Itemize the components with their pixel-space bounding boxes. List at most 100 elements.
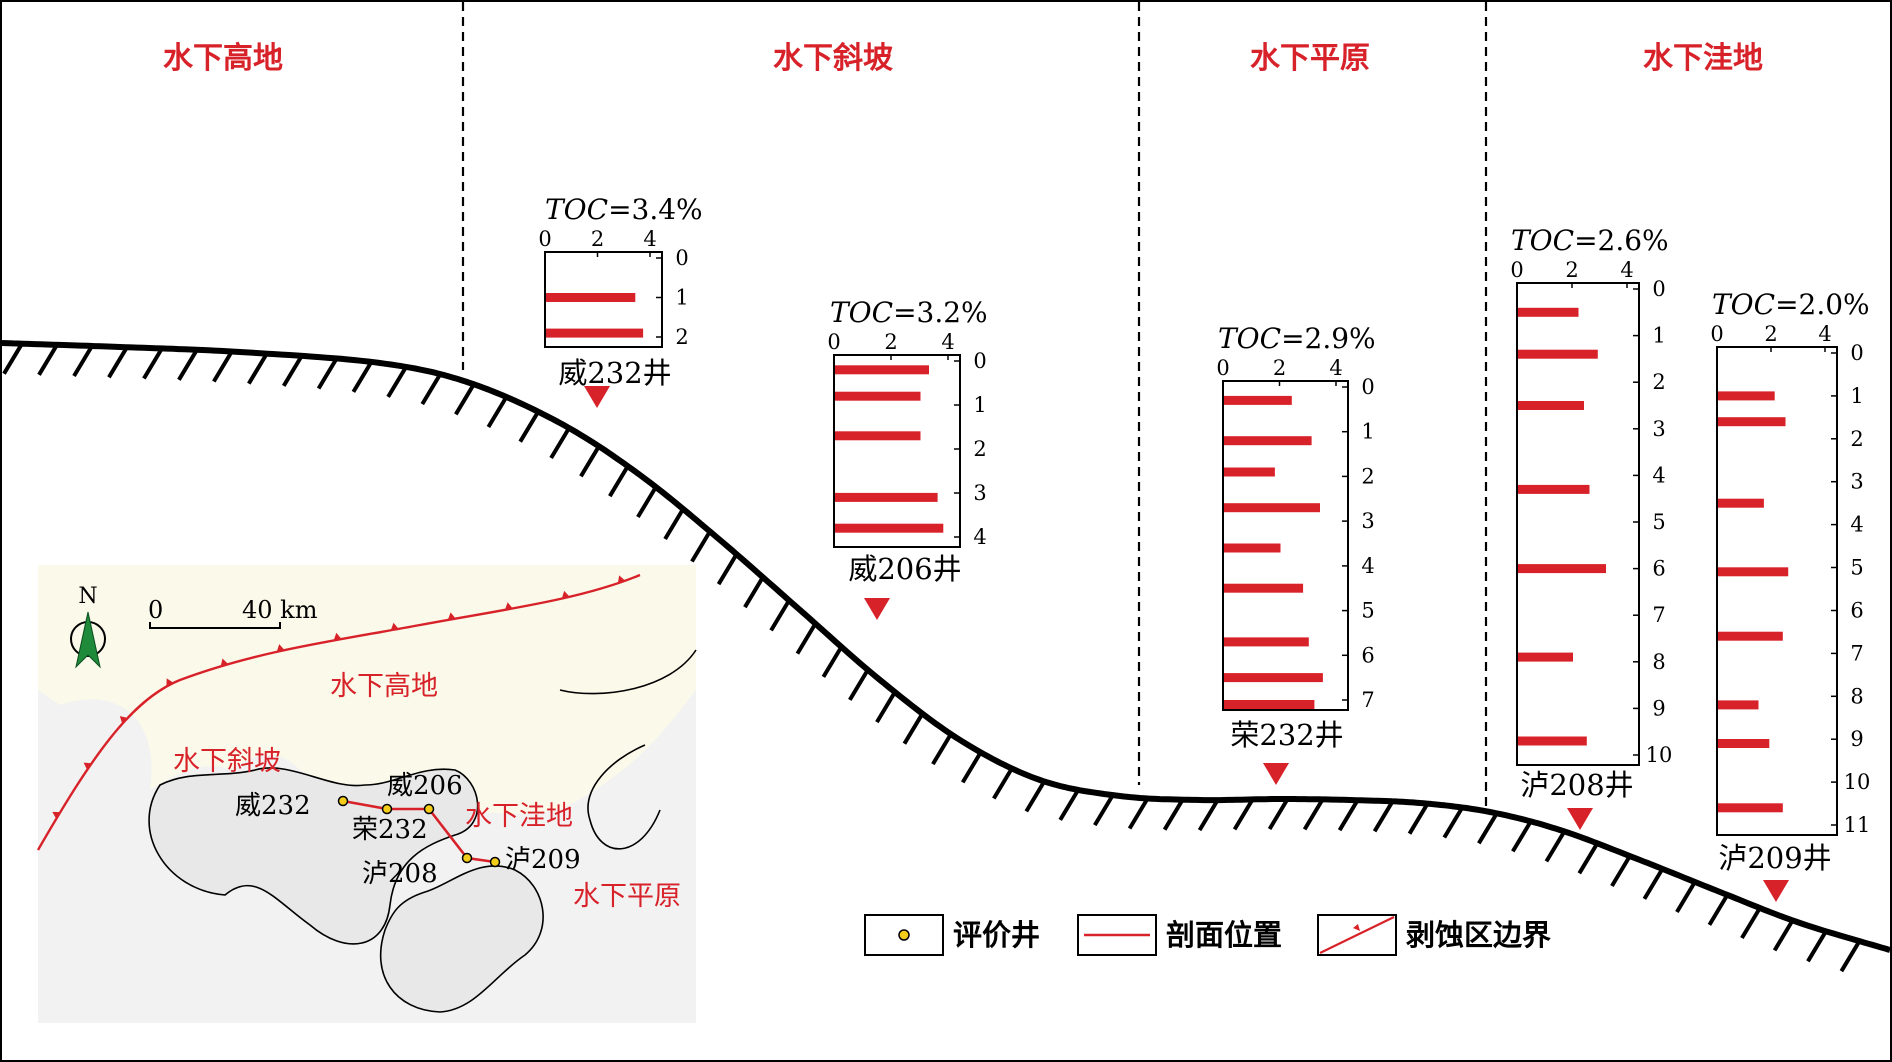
toc-bar (1718, 391, 1775, 401)
north-label: N (78, 584, 97, 609)
toc-bar (1718, 498, 1764, 508)
zone-separators (461, 2, 1488, 810)
well-panel-frame (833, 354, 961, 548)
toc-bar (1518, 484, 1590, 494)
surface-hatch (1058, 788, 1080, 821)
erosion-boundary-ticks (52, 575, 626, 819)
well-depth-tick: 2 (1361, 464, 1374, 488)
well-toc-value: TOC=3.2% (830, 296, 988, 329)
surface-hatch (316, 357, 339, 390)
map-well-markers (337, 795, 501, 868)
surface-hatch (931, 733, 953, 766)
well-toc-value: TOC=3.4% (545, 193, 703, 226)
well-x-tick: 0 (827, 330, 840, 354)
toc-bar (1718, 567, 1789, 577)
toc-bar (1224, 503, 1320, 513)
toc-bar (546, 293, 636, 302)
toc-bar (1224, 395, 1292, 405)
surface-hatch (351, 360, 374, 393)
toc-bar (1224, 637, 1309, 647)
well-depth-tick: 1 (1850, 384, 1863, 408)
well-depth-tick: 0 (1850, 341, 1863, 365)
toc-bar (835, 391, 921, 401)
surface-hatch (992, 767, 1014, 800)
surface-hatch (1162, 798, 1185, 831)
toc-bar (1224, 673, 1323, 683)
well-toc-value: TOC=2.9% (1218, 322, 1376, 355)
well-depth-tick: 3 (1361, 509, 1374, 533)
well-depth-tick: 3 (1850, 470, 1863, 494)
map-label-highland: 水下高地 (330, 671, 438, 702)
toc-bar (1718, 739, 1770, 748)
surface-hatch (37, 343, 59, 376)
well-depth-tick: 1 (675, 286, 688, 310)
well-depth-tick: 10 (1646, 743, 1673, 767)
well-depth-tick: 0 (973, 349, 986, 373)
surface-hatch (1372, 800, 1395, 833)
well-depth-tick: 10 (1844, 770, 1871, 794)
toc-bar (546, 328, 644, 338)
surface-hatch (1302, 798, 1325, 831)
surface-hatch (716, 553, 739, 586)
well-location-marker-icon (1263, 763, 1289, 785)
map-contour (559, 649, 697, 695)
surface-hatch (848, 668, 870, 701)
surface-hatch (821, 645, 844, 678)
toc-bar (835, 431, 921, 441)
erosion-boundary-line-icon (1319, 916, 1395, 954)
map-well-label-wei232: 威232 (235, 791, 311, 821)
well-depth-tick: 8 (1850, 684, 1863, 708)
surface-hatch (142, 347, 164, 380)
erosion-tick (561, 590, 570, 599)
toc-bar (1518, 349, 1598, 359)
well-depth-tick: 6 (1850, 599, 1863, 623)
surface-hatch (690, 530, 712, 563)
erosion-tick (617, 575, 626, 584)
toc-bar (1224, 543, 1281, 553)
toc-bar (1224, 583, 1304, 593)
well-x-tick: 2 (1764, 322, 1777, 346)
map-well-marker (461, 852, 473, 864)
erosion-tick (83, 762, 92, 770)
well-x-tick: 4 (643, 227, 656, 251)
surface-hatch (1337, 799, 1360, 832)
map-well-marker (489, 856, 501, 868)
well-depth-tick: 1 (973, 393, 986, 417)
well-x-tick: 2 (1273, 356, 1286, 380)
well-x-tick: 4 (941, 330, 954, 354)
scale-zero: 0 (148, 596, 163, 624)
well-x-tick: 0 (538, 227, 551, 251)
surface-line (1, 340, 1891, 953)
toc-bar (1224, 436, 1312, 446)
scale-bar: 0 40 km (148, 596, 318, 629)
well-depth-tick: 1 (1652, 324, 1665, 348)
compass-arrow-icon (75, 611, 101, 669)
erosion-tick (220, 658, 229, 667)
well-depth-tick: 2 (1652, 370, 1665, 394)
well-depth-tick: 7 (1652, 603, 1665, 627)
well-depth-tick: 2 (675, 325, 688, 349)
surface-hatch (247, 352, 269, 385)
map-label-plain: 水下平原 (573, 881, 681, 912)
well-depth-tick: 0 (1361, 375, 1374, 399)
toc-bar (1718, 700, 1759, 710)
surface-hatch (663, 507, 685, 541)
map-contour (587, 744, 661, 850)
erosion-boundary (36, 573, 641, 851)
scale-label: 40 km (242, 596, 318, 624)
well-toc-value: TOC=2.0% (1712, 288, 1870, 321)
well-depth-tick: 3 (973, 481, 986, 505)
erosion-tick-icon (1353, 924, 1360, 931)
surface-hatch (386, 365, 408, 398)
well-depth-tick: 7 (1361, 688, 1374, 712)
surface-hatch (1610, 854, 1632, 888)
surface-hatch (1442, 806, 1465, 839)
surface-hatch (1511, 820, 1533, 853)
toc-bar (835, 523, 944, 533)
well-x-tick: 2 (884, 330, 897, 354)
legend-item-evaluation-well: 评价井 (864, 914, 1040, 956)
well-depth-tick: 9 (1652, 696, 1665, 720)
surface-hatch (420, 373, 443, 406)
